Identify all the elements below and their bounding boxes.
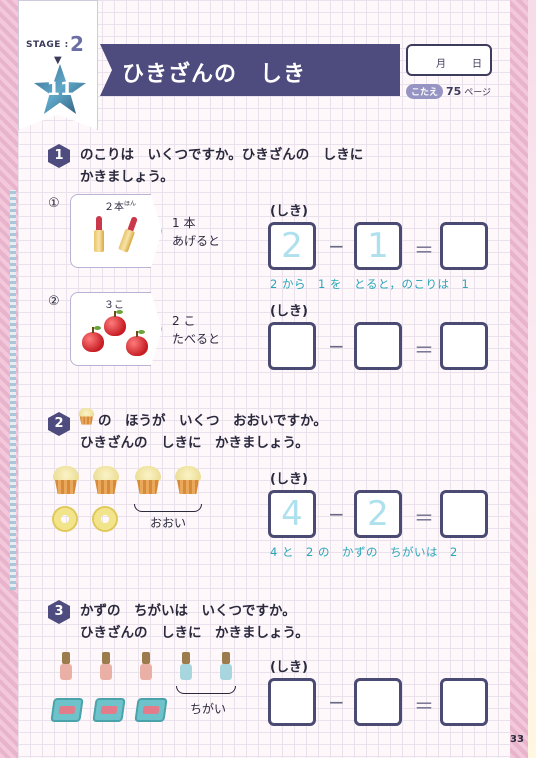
- apple-icon: [104, 310, 126, 336]
- cupcake-icon: [134, 466, 162, 494]
- answer-pill: こたえ: [406, 84, 444, 99]
- more-brace: [134, 504, 202, 512]
- q2-badge: 2: [48, 412, 70, 436]
- stage-banner: [18, 0, 98, 130]
- lesson-number: 11: [46, 78, 74, 100]
- q3-answer-box-2[interactable]: [354, 678, 402, 726]
- apple-icon: [82, 326, 104, 352]
- q2-answer-box-3[interactable]: [440, 490, 488, 538]
- donut-icon: [52, 506, 78, 532]
- q1-item1-answer-box-3[interactable]: [440, 222, 488, 270]
- answer-page: 75: [446, 85, 462, 98]
- q3-badge: 3: [48, 600, 70, 624]
- q2-hint: 4 と 2 の かずの ちがいは 2: [270, 545, 458, 559]
- stage-label: STAGE :: [26, 40, 69, 50]
- q3-shiki-label: (しき): [270, 660, 308, 675]
- minus-sign: −: [328, 234, 345, 258]
- q1-item1-shiki-label: (しき): [270, 204, 308, 219]
- q1-item1-label: 1 本 あげると: [172, 216, 221, 248]
- page-number: 33: [510, 734, 524, 745]
- equals-sign: ＝: [414, 694, 434, 718]
- minus-sign: −: [328, 502, 345, 526]
- triangle-down-icon: ▼: [54, 55, 62, 66]
- makeup-compact-icon: [50, 698, 84, 722]
- q2-answer-box-1[interactable]: 4: [268, 490, 316, 538]
- q1-item1-hint: 2 から 1 を とると，のこりは 1: [270, 277, 470, 291]
- graph-paper-background: [18, 0, 510, 758]
- q1-item1-count: ２本ほん: [104, 200, 137, 213]
- q1-item2-label: 2 こ たべると: [172, 314, 221, 346]
- q1-item2-answer-box-2[interactable]: [354, 322, 402, 370]
- difference-brace: [176, 686, 236, 694]
- minus-sign: −: [328, 690, 345, 714]
- page-title: ひきざんの しき: [122, 62, 307, 87]
- month-label: 月: [436, 59, 446, 70]
- left-accent-strip: [10, 190, 16, 590]
- makeup-compact-icon: [134, 698, 168, 722]
- equals-sign: ＝: [414, 506, 434, 530]
- q1-item2-count: ３こ: [104, 300, 124, 311]
- q3-text: かずの ちがいは いくつですか。 ひきざんの しきに かきましょう。: [80, 603, 309, 641]
- makeup-compact-icon: [92, 698, 126, 722]
- right-decorative-border: [510, 0, 528, 758]
- nail-polish-icon: [220, 652, 232, 680]
- nail-polish-icon: [100, 652, 112, 680]
- nail-polish-icon: [60, 652, 72, 680]
- minus-sign: −: [328, 334, 345, 358]
- difference-label: ちがい: [190, 702, 227, 716]
- q3-answer-box-3[interactable]: [440, 678, 488, 726]
- lipstick-icon: [94, 216, 104, 252]
- more-label: おおい: [150, 516, 187, 530]
- q1-item2-answer-box-3[interactable]: [440, 322, 488, 370]
- cupcake-icon: [52, 466, 80, 494]
- q1-item1-answer-box-1[interactable]: 2: [268, 222, 316, 270]
- apple-icon: [126, 330, 148, 356]
- q1-item1-number: ①: [48, 196, 60, 211]
- q2-text: の ほうが いくつ おおいですか。 ひきざんの しきに かきましょう。: [80, 413, 327, 451]
- cupcake-icon: [78, 408, 95, 425]
- nail-polish-icon: [140, 652, 152, 680]
- q1-item1-card: [70, 194, 162, 268]
- day-label: 日: [472, 59, 482, 70]
- equals-sign: ＝: [414, 338, 434, 362]
- cupcake-icon: [92, 466, 120, 494]
- q1-text: のこりは いくつですか。ひきざんの しきに かきましょう。: [80, 147, 364, 185]
- donut-icon: [92, 506, 118, 532]
- answer-page-unit: ページ: [464, 88, 492, 98]
- title-bar: [100, 44, 400, 96]
- q1-item2-shiki-label: (しき): [270, 304, 308, 319]
- cupcake-icon: [174, 466, 202, 494]
- q1-badge: 1: [48, 144, 70, 168]
- equals-sign: ＝: [414, 238, 434, 262]
- stage-number: 2: [70, 32, 84, 56]
- nail-polish-icon: [180, 652, 192, 680]
- q1-item1-answer-box-2[interactable]: 1: [354, 222, 402, 270]
- q2-answer-box-2[interactable]: 2: [354, 490, 402, 538]
- date-field[interactable]: 月 日: [406, 44, 492, 76]
- q2-shiki-label: (しき): [270, 472, 308, 487]
- q3-answer-box-1[interactable]: [268, 678, 316, 726]
- q1-item2-answer-box-1[interactable]: [268, 322, 316, 370]
- q1-item2-number: ②: [48, 294, 60, 309]
